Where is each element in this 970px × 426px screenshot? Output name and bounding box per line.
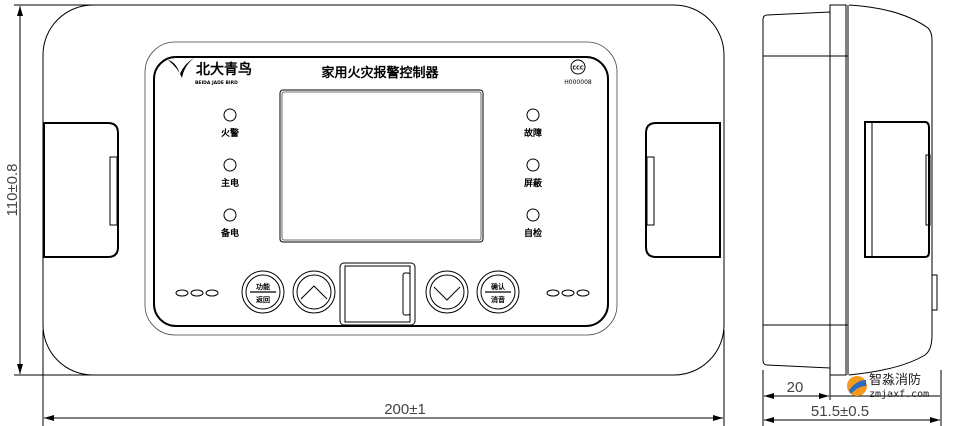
slide-switch[interactable] <box>339 262 416 326</box>
panel-outer <box>144 41 618 336</box>
right-mounting-tab <box>645 122 721 258</box>
led-backup-power: 备电 <box>220 208 239 239</box>
function-return-button[interactable]: 功能 返回 <box>241 270 285 314</box>
svg-text:CCC: CCC <box>572 66 583 72</box>
svg-text:主电: 主电 <box>221 177 239 189</box>
down-button[interactable] <box>425 270 469 314</box>
confirm-silence-button[interactable]: 确认 消音 <box>476 270 520 314</box>
panel-inner <box>153 56 609 327</box>
svg-text:功能: 功能 <box>256 282 270 291</box>
watermark-url: zmjaxf.com <box>869 389 929 400</box>
svg-text:备电: 备电 <box>220 227 239 239</box>
watermark: 智淼消防 zmjaxf.com <box>847 372 929 400</box>
front-view: 北大青鸟 BEIDA JADE BIRD 家用火灾报警控制器 CCC H0000… <box>42 4 725 376</box>
left-vent-slots <box>175 289 219 297</box>
up-button[interactable] <box>292 270 336 314</box>
led-self-test: 自检 <box>524 208 542 239</box>
left-mounting-tab <box>43 122 119 258</box>
svg-text:屏蔽: 屏蔽 <box>524 177 543 189</box>
led-fault: 故障 <box>524 108 542 139</box>
led-shield: 屏蔽 <box>524 158 543 189</box>
cert-code: H000008 <box>564 79 592 86</box>
front-dimensions: 110±0.8 200±1 <box>4 4 725 426</box>
brand-logo: 北大青鸟 BEIDA JADE BIRD <box>168 58 252 86</box>
brand-sub: BEIDA JADE BIRD <box>195 80 238 86</box>
watermark-name: 智淼消防 <box>869 372 921 388</box>
chevron-up-icon <box>300 285 328 300</box>
width-dimension: 200±1 <box>384 401 426 418</box>
right-vent-slots <box>546 289 590 297</box>
chevron-down-icon <box>433 286 461 301</box>
base-depth-dimension: 20 <box>787 379 804 396</box>
lcd-screen <box>279 89 484 243</box>
device-title: 家用火灾报警控制器 <box>321 65 439 81</box>
height-dimension: 110±0.8 <box>4 164 21 217</box>
lcd-screen-inner <box>281 91 482 241</box>
svg-text:故障: 故障 <box>524 127 542 139</box>
svg-text:自检: 自检 <box>524 227 542 239</box>
svg-text:确认: 确认 <box>491 282 506 291</box>
svg-text:消音: 消音 <box>491 295 505 304</box>
side-dimensions: 20 51.5±0.5 <box>762 370 942 426</box>
led-fire-alarm: 火警 <box>221 108 239 139</box>
led-main-power: 主电 <box>221 158 239 189</box>
brand-name: 北大青鸟 <box>196 61 252 78</box>
svg-text:火警: 火警 <box>221 127 239 139</box>
total-depth-dimension: 51.5±0.5 <box>811 403 869 420</box>
side-view <box>762 4 938 376</box>
svg-text:返回: 返回 <box>256 295 270 304</box>
ccc-cert-mark: CCC H000008 <box>564 59 592 86</box>
